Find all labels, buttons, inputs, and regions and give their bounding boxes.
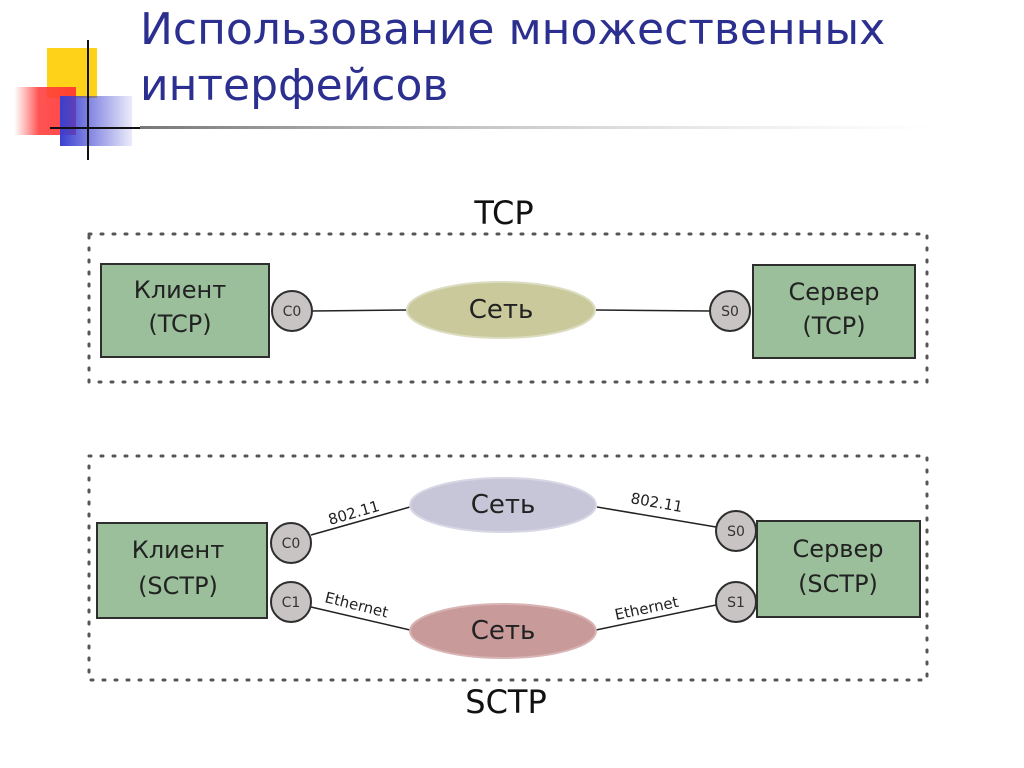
sctp-server-bottom-link bbox=[595, 604, 717, 631]
sctp-server-top-link bbox=[596, 506, 717, 528]
tcp-section-label: TCP bbox=[473, 194, 533, 232]
tcp-server-name: Сервер bbox=[789, 278, 880, 306]
sctp-client-top-link bbox=[310, 506, 411, 536]
tcp-client-name: Клиент bbox=[134, 276, 226, 304]
tcp-server-box: Сервер (TCP) bbox=[752, 264, 916, 359]
sctp-client-bottom-link-label: Ethernet bbox=[323, 588, 390, 621]
title-decoration bbox=[14, 40, 140, 160]
sctp-server-port-0: S0 bbox=[715, 510, 757, 552]
sctp-network-bottom-label: Сеть bbox=[471, 616, 536, 646]
tcp-server-port-label: S0 bbox=[721, 304, 739, 320]
tcp-group-frame bbox=[87, 232, 929, 384]
sctp-section-label: SCTP bbox=[465, 683, 547, 721]
sctp-server-name: Сервер bbox=[793, 535, 884, 563]
sctp-server-port-1: S1 bbox=[715, 581, 757, 623]
sctp-network-bottom: Сеть bbox=[409, 603, 597, 659]
sctp-client-protocol: (SCTP) bbox=[138, 572, 218, 600]
tcp-client-protocol: (TCP) bbox=[148, 310, 211, 338]
tcp-client-port-label: C0 bbox=[283, 304, 302, 320]
sctp-client-bottom-link bbox=[310, 606, 411, 631]
sctp-client-port-0: C0 bbox=[270, 522, 312, 564]
title-underline bbox=[140, 126, 940, 129]
tcp-client-box: Клиент (TCP) bbox=[100, 263, 270, 358]
sctp-server-top-link-label: 802.11 bbox=[629, 489, 684, 516]
sctp-client-top-link-label: 802.11 bbox=[326, 497, 381, 529]
sctp-server-port-0-label: S0 bbox=[727, 524, 745, 540]
sctp-client-port-1-label: C1 bbox=[282, 595, 301, 611]
sctp-network-top-label: Сеть bbox=[471, 490, 536, 520]
sctp-server-protocol: (SCTP) bbox=[798, 570, 878, 598]
sctp-group-frame bbox=[87, 454, 929, 682]
sctp-client-box: Клиент (SCTP) bbox=[96, 522, 268, 619]
sctp-client-port-0-label: C0 bbox=[282, 536, 301, 552]
tcp-client-link bbox=[311, 309, 409, 312]
sctp-network-top: Сеть bbox=[409, 477, 597, 533]
tcp-server-link bbox=[595, 309, 711, 312]
tcp-server-port: S0 bbox=[709, 290, 751, 332]
page-title: Использование множественных интерфейсов bbox=[140, 4, 886, 111]
blue-square bbox=[60, 96, 132, 146]
sctp-client-port-1: C1 bbox=[270, 581, 312, 623]
tcp-network: Сеть bbox=[406, 281, 596, 339]
tcp-network-label: Сеть bbox=[469, 295, 534, 325]
tcp-client-port: C0 bbox=[271, 290, 313, 332]
tcp-server-protocol: (TCP) bbox=[802, 312, 865, 340]
sctp-server-port-1-label: S1 bbox=[727, 595, 745, 611]
sctp-server-box: Сервер (SCTP) bbox=[756, 520, 921, 618]
sctp-client-name: Клиент bbox=[132, 536, 224, 564]
